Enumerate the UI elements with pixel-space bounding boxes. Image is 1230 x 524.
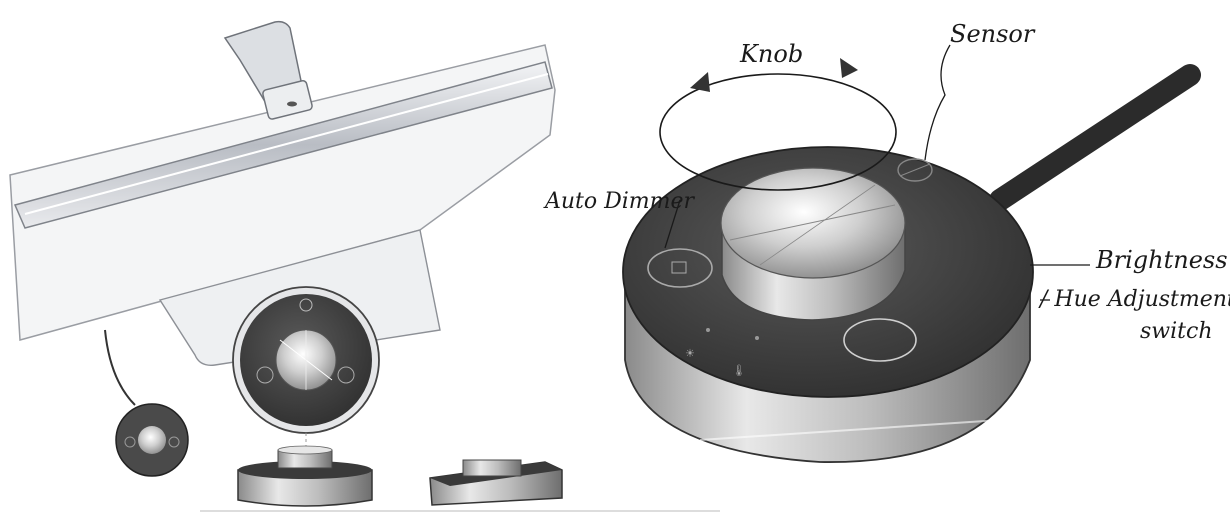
switch-label: switch bbox=[1140, 319, 1213, 344]
controller-cable bbox=[104, 329, 136, 406]
indicator-dot-icon bbox=[706, 328, 710, 332]
controller-cable-large bbox=[989, 64, 1201, 211]
brightness-button-top bbox=[337, 366, 355, 384]
arrow-right-icon bbox=[840, 58, 858, 78]
auto-dimmer-button-top bbox=[256, 366, 274, 384]
auto-dimmer-button[interactable] bbox=[647, 248, 713, 288]
controller-top-view bbox=[232, 286, 380, 434]
controller-side-view bbox=[237, 445, 373, 507]
sensor-label: Sensor bbox=[950, 20, 1036, 48]
bar-clip bbox=[223, 20, 313, 120]
sensor-top bbox=[299, 298, 313, 312]
hue-adjustment-label: / Hue Adjustment bbox=[1038, 287, 1230, 312]
thermometer-icon: 🌡 bbox=[732, 364, 746, 377]
sun-icon: ☀ bbox=[685, 347, 695, 360]
knob-label: Knob bbox=[739, 40, 803, 68]
indicator-dot-icon bbox=[755, 336, 759, 340]
knob-rotation-arrow bbox=[659, 58, 897, 191]
controller-perspective-view: ☀ 🌡 bbox=[622, 64, 1201, 463]
arrow-left-icon bbox=[690, 72, 710, 92]
brightness-label: Brightness bbox=[1095, 246, 1228, 274]
auto-dimmer-label: Auto Dimmer bbox=[543, 189, 696, 214]
brightness-hue-switch[interactable] bbox=[843, 318, 917, 362]
small-controller bbox=[115, 403, 189, 477]
annotation-leaders bbox=[664, 44, 1090, 301]
sensor bbox=[897, 158, 933, 182]
controller-angled-side-view bbox=[429, 459, 563, 506]
